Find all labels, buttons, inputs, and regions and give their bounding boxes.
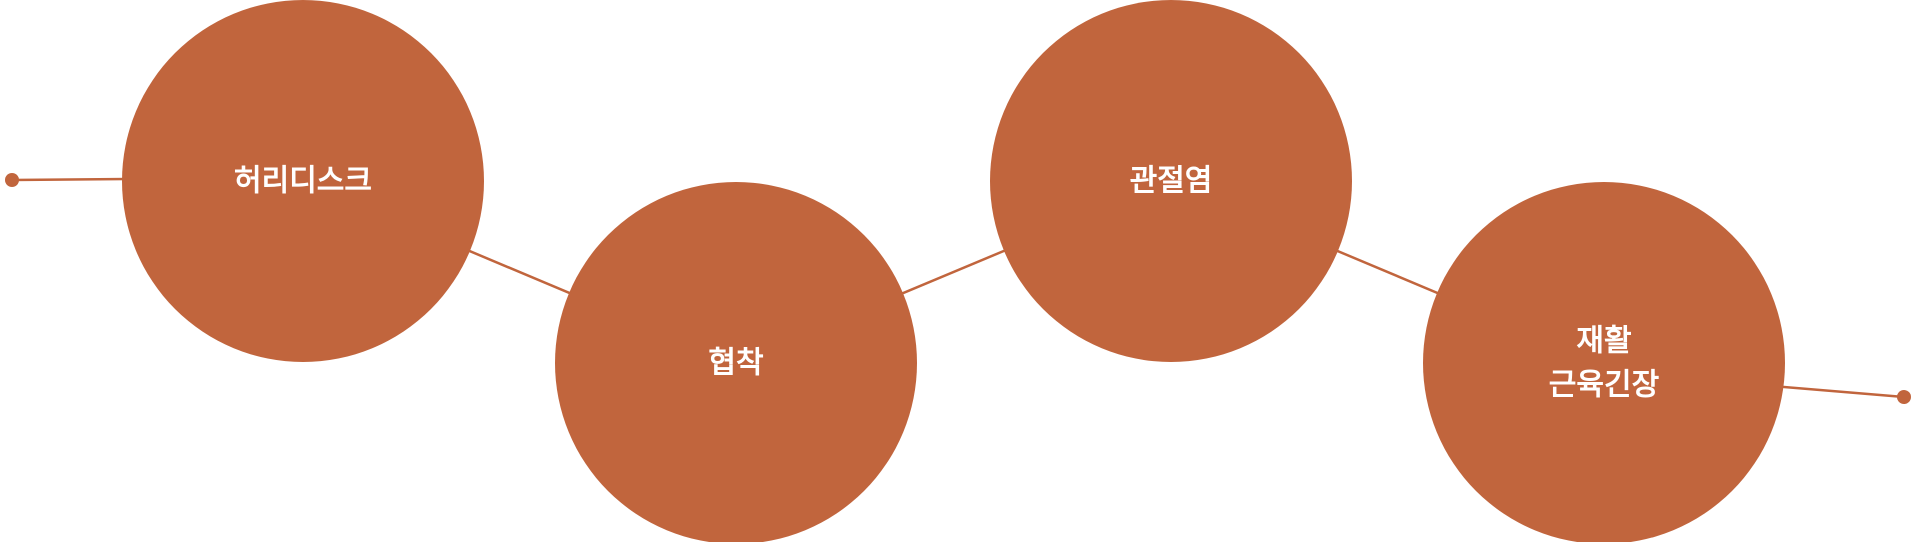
node-4-circle bbox=[1423, 182, 1785, 542]
node-3: 관절염 bbox=[990, 0, 1352, 362]
node-4-label-line-1: 재활 bbox=[1576, 324, 1631, 359]
node-1-circle bbox=[122, 0, 484, 362]
node-3-circle bbox=[990, 0, 1352, 362]
node-1: 허리디스크 bbox=[122, 0, 484, 362]
node-1-label: 허리디스크 bbox=[234, 164, 372, 199]
node-4-label-line-2: 근육긴장 bbox=[1549, 368, 1660, 403]
connector-start-to-node-1 bbox=[11, 177, 136, 182]
node-2-circle bbox=[555, 182, 917, 542]
start-endpoint-dot bbox=[5, 173, 19, 187]
node-2: 협착 bbox=[555, 182, 917, 542]
node-2-label: 협착 bbox=[708, 346, 764, 381]
node-4: 재활 근육긴장 bbox=[1423, 182, 1785, 542]
node-3-label: 관절염 bbox=[1130, 164, 1213, 199]
end-endpoint-dot bbox=[1897, 390, 1911, 404]
